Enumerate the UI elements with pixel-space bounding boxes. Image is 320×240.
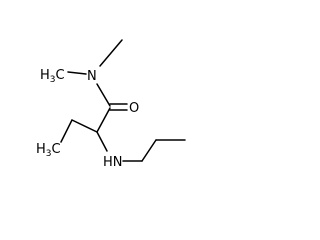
atom-labels: N O HN H3C H3C [36, 68, 139, 170]
bond-carbonyl-alpha [96, 107, 111, 133]
bond-propyl-2 [141, 139, 157, 162]
structure-diagram: N O HN H3C H3C [36, 39, 186, 170]
methyl-ethyl-h: H [36, 142, 46, 157]
atom-nh-amine: HN [103, 155, 123, 170]
atom-methyl-ethyl: H3C [36, 142, 61, 159]
methyl-top-left-c: C [56, 68, 65, 83]
methyl-top-left-h: H [40, 68, 50, 83]
bond-alpha-ch2 [71, 119, 98, 133]
methyl-ethyl-c: C [52, 142, 61, 157]
bond-n-methyl-left [67, 71, 87, 75]
atom-n-amide: N [87, 69, 97, 84]
methyl-top-left-sub: 3 [50, 75, 56, 85]
bond-n-carbonyl [96, 83, 111, 107]
atom-o-carbonyl: O [129, 101, 139, 116]
atom-methyl-top-left: H3C [40, 68, 65, 85]
methyl-ethyl-sub: 3 [46, 149, 52, 159]
bond-alpha-nh [96, 131, 108, 152]
bonds [60, 39, 186, 162]
bond-ch2-methyl [60, 119, 73, 143]
bond-n-methyl-top [99, 39, 123, 67]
